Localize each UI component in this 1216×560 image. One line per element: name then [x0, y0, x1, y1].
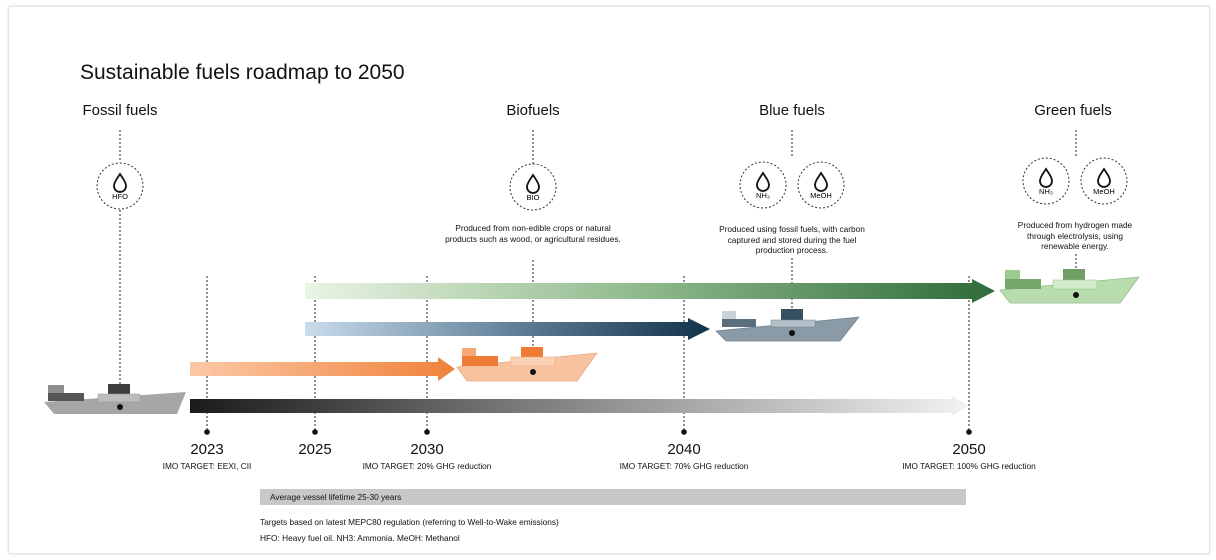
green-ship: [999, 269, 1140, 304]
drop-icon: [814, 171, 828, 192]
group-title-bio: Biofuels: [506, 102, 560, 119]
fossil-ship: [44, 384, 186, 414]
blue-description: Produced using fossil fuels, with carbon…: [719, 224, 865, 255]
dot-2030: [424, 429, 430, 435]
drop-icon: [756, 171, 770, 192]
drop-icon: [113, 172, 127, 193]
vessel-lifetime-label: Average vessel lifetime 25-30 years: [270, 492, 402, 502]
blue-ship: [715, 309, 860, 342]
green-fuel-arrow: [305, 279, 995, 303]
blue-nh3-icon: NH₃: [739, 161, 787, 209]
bio-fuel-arrow: [190, 357, 455, 381]
target-2050: IMO TARGET: 100% GHG reduction: [902, 461, 1036, 471]
fossil-fuel-arrow: [190, 396, 968, 416]
bio-fuel-icon: BIO: [509, 163, 557, 211]
icon-label: MeOH: [810, 191, 832, 200]
hfo-fuel-icon: HFO: [96, 162, 144, 210]
bio-ship: [456, 347, 598, 382]
green-meoh-icon: MeOH: [1080, 157, 1128, 205]
drop-icon: [526, 173, 540, 194]
green-nh3-icon: NH₃: [1022, 157, 1070, 205]
target-2040: IMO TARGET: 70% GHG reduction: [619, 461, 749, 471]
dot-2023: [204, 429, 210, 435]
group-title-green: Green fuels: [1034, 102, 1112, 119]
drop-icon: [1097, 167, 1111, 188]
year-2040: 2040: [667, 441, 701, 458]
vessel-lifetime-bar: Average vessel lifetime 25-30 years: [260, 489, 966, 505]
group-title-blue: Blue fuels: [759, 102, 825, 119]
blue-fuel-arrow: [305, 318, 710, 340]
year-2023: 2023: [190, 441, 224, 458]
dot-2050: [966, 429, 972, 435]
dot-2040: [681, 429, 687, 435]
green-description: Produced from hydrogen made through elec…: [1017, 220, 1133, 251]
footnote-abbreviations: HFO: Heavy fuel oil. NH3: Ammonia. MeOH:…: [260, 533, 460, 543]
footnote-regulation: Targets based on latest MEPC80 regulatio…: [260, 517, 559, 527]
blue-meoh-icon: MeOH: [797, 161, 845, 209]
icon-label: NH₃: [756, 191, 770, 200]
drop-icon: [1039, 167, 1053, 188]
icon-label: HFO: [112, 192, 128, 201]
target-2030: IMO TARGET: 20% GHG reduction: [362, 461, 492, 471]
icon-label: BIO: [527, 193, 540, 202]
page-title: Sustainable fuels roadmap to 2050: [80, 61, 405, 84]
group-title-fossil: Fossil fuels: [82, 102, 158, 119]
dot-2025: [312, 429, 318, 435]
year-2050: 2050: [952, 441, 986, 458]
icon-label: MeOH: [1093, 187, 1115, 196]
year-2025: 2025: [298, 441, 332, 458]
year-2030: 2030: [410, 441, 444, 458]
bio-description: Produced from non-edible crops or natura…: [445, 223, 621, 244]
target-2023: IMO TARGET: EEXI, CII: [162, 461, 252, 471]
icon-label: NH₃: [1039, 187, 1053, 196]
timeline-dots: [204, 429, 972, 435]
